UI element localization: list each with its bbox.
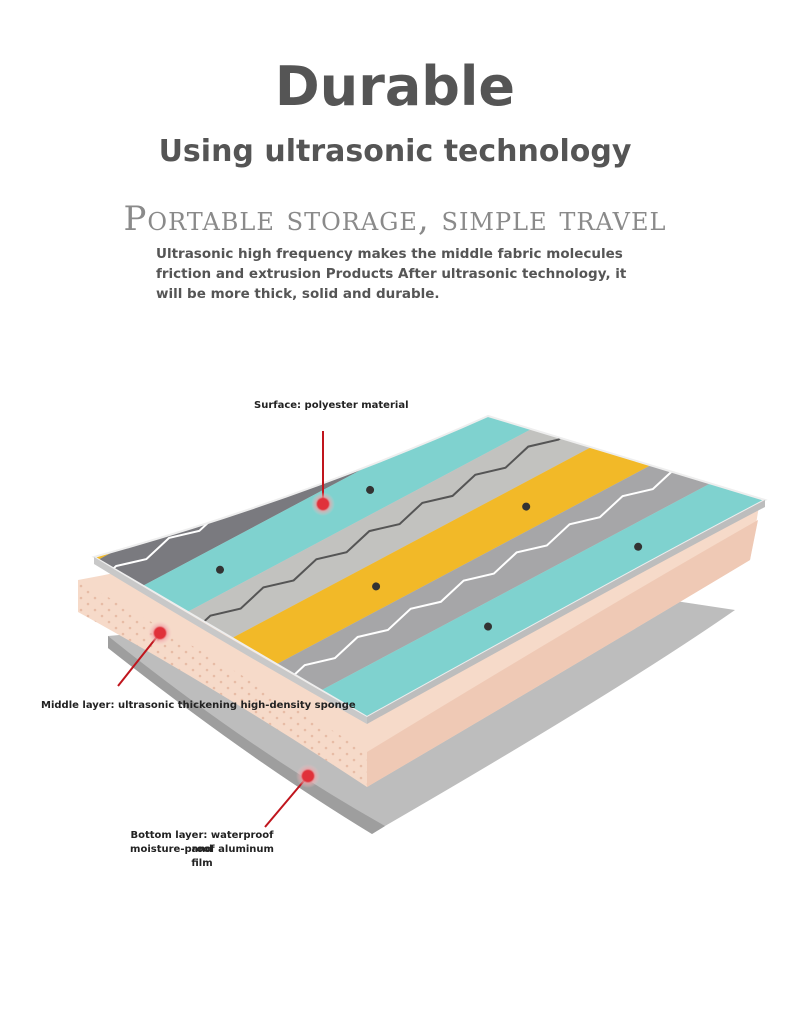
middle-layer-label: Middle layer: ultrasonic thickening high… [41, 700, 356, 711]
bottom-layer-label-line1: Bottom layer: waterproof and [130, 830, 274, 855]
page-subtitle: Using ultrasonic technology [158, 134, 632, 169]
surface-marker-dot [311, 492, 335, 516]
middle-marker-dot [148, 621, 172, 645]
page-title: Durable [274, 55, 516, 118]
description-text: Ultrasonic high frequency makes the midd… [156, 246, 627, 302]
tagline: Portable storage, simple travel [123, 199, 667, 239]
bottom-layer-label-line2: moisture-proof aluminum film [130, 844, 274, 869]
surface-layer-label: Surface: polyester material [254, 400, 409, 411]
bottom-marker-dot [296, 764, 320, 788]
